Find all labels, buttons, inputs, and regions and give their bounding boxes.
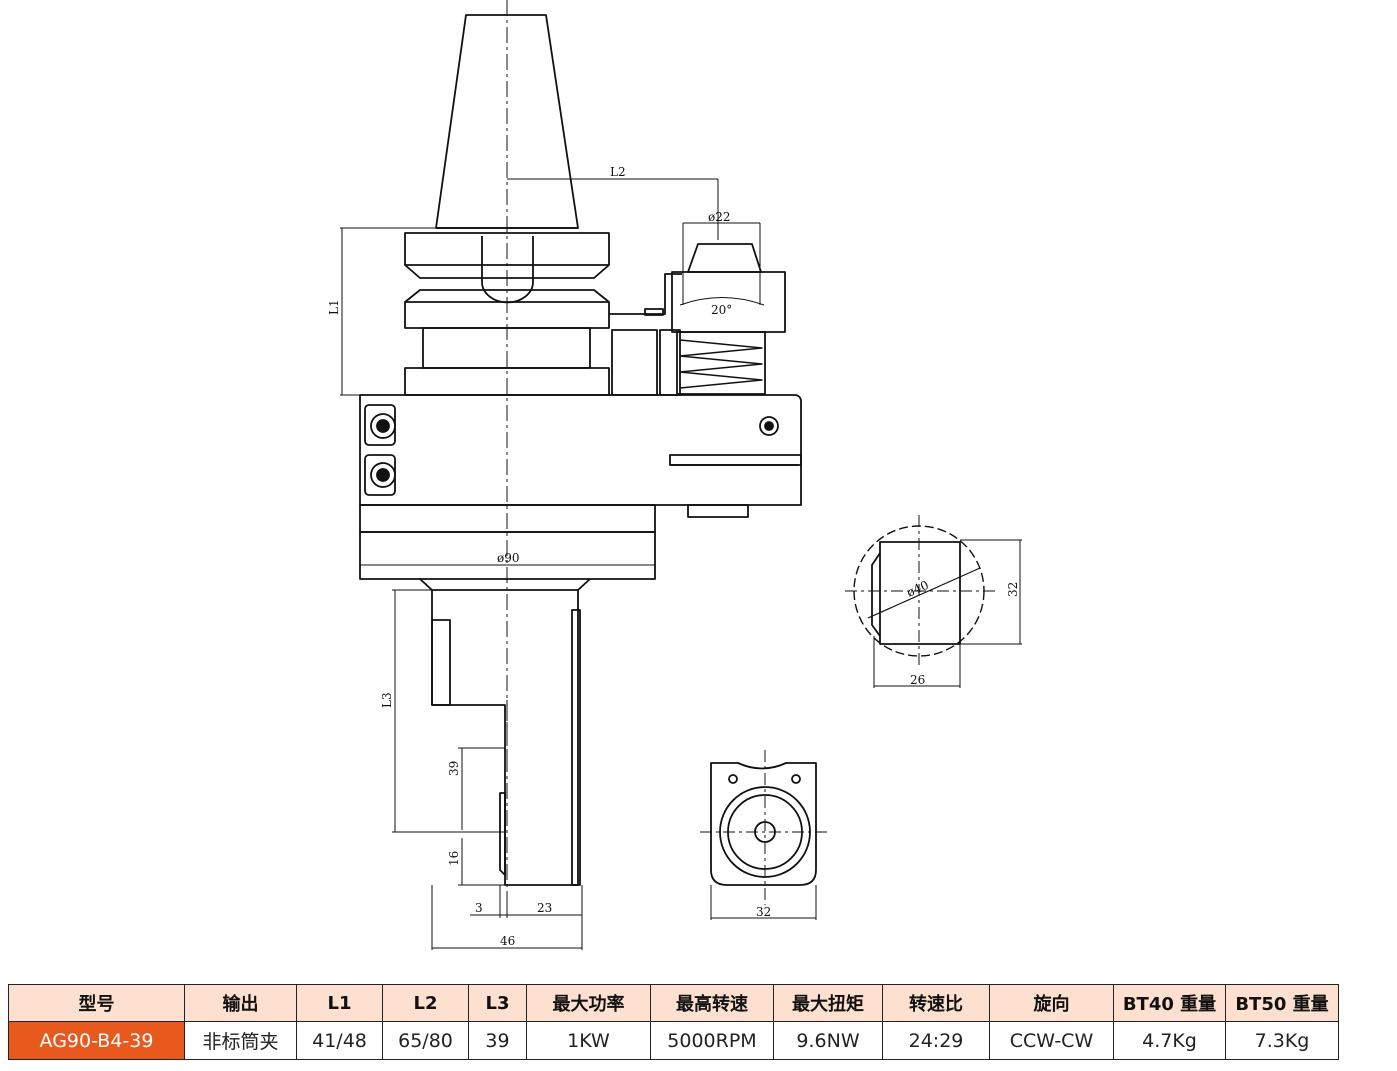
cell-l3: 39 (468, 1021, 527, 1060)
cell-max-torque: 9.6NW (773, 1021, 883, 1060)
dim-angle-label: 20° (711, 303, 732, 317)
header-l3: L3 (468, 984, 527, 1022)
header-l1: L1 (296, 984, 383, 1022)
dim-side32-label: 32 (1006, 582, 1020, 597)
header-rotation: 旋向 (989, 984, 1114, 1022)
cell-rotation: CCW-CW (989, 1021, 1114, 1060)
dim-39-label: 39 (447, 761, 461, 776)
dim-26-label: 26 (910, 673, 925, 687)
dim-16-label: 16 (447, 851, 461, 866)
header-ratio: 转速比 (882, 984, 990, 1022)
dim-d22-label: ø22 (708, 210, 731, 224)
spec-table-header-row: 型号 输出 L1 L2 L3 最大功率 最高转速 最大扭矩 转速比 旋向 BT4… (8, 984, 1339, 1022)
output-spindle (431, 590, 581, 886)
dim-23-label: 23 (537, 901, 552, 915)
header-bt50-weight: BT50 重量 (1225, 984, 1339, 1022)
header-l2: L2 (382, 984, 469, 1022)
dim-bottom32-label: 32 (756, 905, 771, 919)
housing-body (359, 394, 802, 591)
cell-max-power: 1KW (526, 1021, 651, 1060)
header-max-torque: 最大扭矩 (773, 984, 883, 1022)
dim-d90-label: ø90 (497, 551, 520, 565)
cell-l2: 65/80 (382, 1021, 469, 1060)
header-output: 输出 (184, 984, 297, 1022)
header-max-power: 最大功率 (526, 984, 651, 1022)
stop-pin (671, 243, 786, 395)
header-bt40-weight: BT40 重量 (1113, 984, 1226, 1022)
dim-46-label: 46 (500, 934, 515, 948)
cell-max-speed: 5000RPM (650, 1021, 774, 1060)
dim-3-label: 3 (475, 901, 483, 915)
stop-block-arm (609, 273, 682, 396)
cell-model: AG90-B4-39 (8, 1021, 185, 1060)
spec-table-value-row: AG90-B4-39 非标筒夹 41/48 65/80 39 1KW 5000R… (8, 1021, 1339, 1060)
header-max-speed: 最高转速 (650, 984, 774, 1022)
dim-l2-label: L2 (610, 165, 626, 179)
end-view-bottom (710, 762, 817, 886)
technical-drawing: L2 L1 ø22 20° ø90 L3 39 16 3 23 46 ø40 3… (327, 0, 1022, 950)
header-model: 型号 (8, 984, 185, 1022)
cell-ratio: 24:29 (882, 1021, 990, 1060)
cell-l1: 41/48 (296, 1021, 383, 1060)
cell-bt40-weight: 4.7Kg (1113, 1021, 1226, 1060)
cell-output: 非标筒夹 (184, 1021, 297, 1060)
dim-l3-label: L3 (380, 692, 394, 708)
cell-bt50-weight: 7.3Kg (1225, 1021, 1339, 1060)
dim-l1-label: L1 (327, 299, 341, 315)
spec-table: 型号 输出 L1 L2 L3 最大功率 最高转速 最大扭矩 转速比 旋向 BT4… (8, 984, 1339, 1060)
